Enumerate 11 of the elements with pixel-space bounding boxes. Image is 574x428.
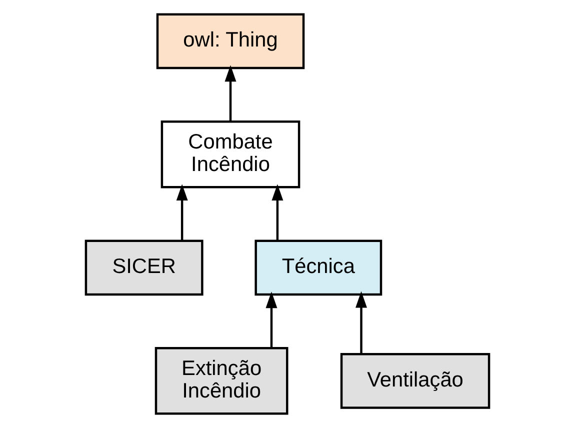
arrow [355, 291, 367, 354]
arrow [271, 184, 283, 241]
arrow [224, 65, 236, 122]
node-box: Extinção Incêndio [154, 347, 288, 415]
node-box: SICER [84, 240, 203, 296]
arrow [265, 292, 277, 348]
node-box: Combate Incêndio [160, 120, 300, 188]
arrow [176, 184, 188, 241]
node-box: Técnica [254, 240, 382, 296]
node-box: owl: Thing [156, 13, 304, 70]
node-box: Ventilação [340, 352, 490, 409]
